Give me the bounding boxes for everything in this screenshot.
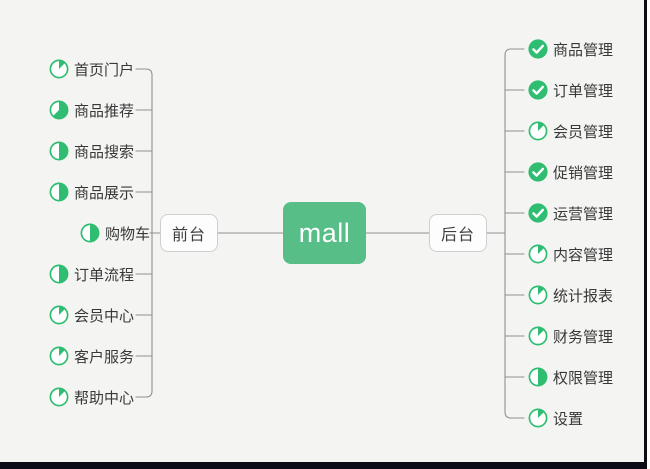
task-progress-icon [528,285,548,305]
branch-node-back[interactable]: 后台 [429,214,487,252]
back-item[interactable]: 权限管理 [528,366,613,388]
front-item[interactable]: 商品展示 [49,181,134,203]
item-label: 会员管理 [553,123,614,141]
front-item[interactable]: 首页门户 [49,58,134,80]
back-item[interactable]: 财务管理 [528,325,613,347]
branch-node-front[interactable]: 前台 [160,214,218,252]
item-label: 商品管理 [553,41,614,59]
front-item[interactable]: 帮助中心 [49,386,134,408]
task-progress-icon [49,100,69,120]
back-item[interactable]: 运营管理 [528,202,613,224]
front-item[interactable]: 商品推荐 [49,99,134,121]
back-item[interactable]: 内容管理 [528,243,613,265]
task-progress-icon [49,141,69,161]
task-progress-icon [528,367,548,387]
item-label: 设置 [553,410,584,428]
item-label: 促销管理 [553,164,614,182]
screenshot-right-margin [647,0,650,469]
back-item[interactable]: 统计报表 [528,284,613,306]
front-item[interactable]: 会员中心 [49,304,134,326]
task-done-icon [528,39,548,59]
item-label: 商品搜索 [73,143,134,161]
back-item[interactable]: 订单管理 [528,79,613,101]
task-progress-icon [528,326,548,346]
task-progress-icon [49,346,69,366]
screenshot-bottom-border [0,462,647,469]
item-label: 购物车 [104,225,150,243]
item-label: 商品推荐 [73,102,134,120]
task-progress-icon [49,264,69,284]
back-item[interactable]: 设置 [528,407,583,429]
task-done-icon [528,80,548,100]
item-label: 帮助中心 [73,389,134,407]
task-progress-icon [49,305,69,325]
front-item[interactable]: 购物车 [80,222,150,244]
item-label: 内容管理 [553,246,614,264]
front-item[interactable]: 客户服务 [49,345,134,367]
front-item[interactable]: 订单流程 [49,263,134,285]
task-progress-icon [80,223,100,243]
task-progress-icon [528,408,548,428]
item-label: 财务管理 [553,328,614,346]
item-label: 会员中心 [73,307,134,325]
task-progress-icon [49,182,69,202]
back-item[interactable]: 商品管理 [528,38,613,60]
screenshot-right-border [644,0,647,469]
task-done-icon [528,203,548,223]
task-progress-icon [49,387,69,407]
front-item[interactable]: 商品搜索 [49,140,134,162]
task-done-icon [528,162,548,182]
item-label: 首页门户 [73,61,134,79]
item-label: 客户服务 [73,348,134,366]
item-label: 运营管理 [553,205,614,223]
task-progress-icon [528,121,548,141]
back-item[interactable]: 会员管理 [528,120,613,142]
task-progress-icon [528,244,548,264]
item-label: 统计报表 [553,287,614,305]
item-label: 商品展示 [73,184,134,202]
task-progress-icon [49,59,69,79]
item-label: 订单流程 [73,266,134,284]
item-label: 权限管理 [553,369,614,387]
root-node-mall[interactable]: mall [283,202,366,264]
back-item[interactable]: 促销管理 [528,161,613,183]
item-label: 订单管理 [553,82,614,100]
